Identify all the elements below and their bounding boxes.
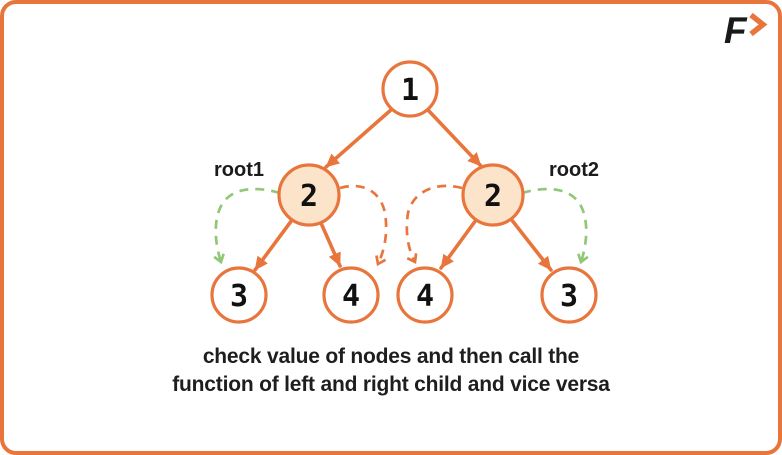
binary-tree-diagram: 1 2 2 3 4 4 3 root1 root2 [210,60,599,324]
compare-arrow-left-child-to-left-left [216,187,281,262]
tree-node-right-child: 2 [461,163,525,227]
caption: check value of nodes and then call the f… [4,343,778,399]
root2-label: root2 [549,159,599,181]
compare-arrow-right-child-to-right-left [405,184,463,262]
node-value: 2 [300,179,318,214]
tree-node-right-right: 3 [540,266,598,324]
edge-right-child-to-right-left [439,218,478,270]
node-circle [396,266,454,324]
node-circle [322,266,380,324]
node-value: 3 [230,279,248,314]
caption-line-1: check value of nodes and then call the [202,345,580,368]
tree-node-left-left: 3 [210,266,268,324]
node-value: 3 [560,279,578,314]
edge-root-to-right-child [426,108,483,168]
brand-letter: F [724,10,748,50]
node-circle [381,60,439,118]
edge-left-child-to-left-left [253,218,294,272]
tree-node-left-child: 2 [277,163,341,227]
edge-right-child-to-right-right [509,217,553,272]
caption-line-2: function of left and right child and vic… [172,373,610,396]
compare-arrow-left-child-to-left-right [339,184,388,264]
root1-label: root1 [214,159,264,181]
brand-logo: F [724,10,768,50]
tree-node-left-right: 4 [322,266,380,324]
chevron-right-icon [749,12,768,37]
compare-arrow-right-child-to-right-right [521,187,586,262]
node-circle [277,163,341,227]
node-value: 4 [342,279,360,314]
edge-left-child-to-left-right [319,221,342,268]
node-circle [540,266,598,324]
node-value: 1 [401,73,419,108]
node-circle [210,266,268,324]
tree-node-right-left: 4 [396,266,454,324]
node-value: 2 [484,179,502,214]
edge-root-to-left-child [324,107,394,169]
node-circle [461,163,525,227]
tree-node-root: 1 [381,60,439,118]
node-value: 4 [416,279,434,314]
